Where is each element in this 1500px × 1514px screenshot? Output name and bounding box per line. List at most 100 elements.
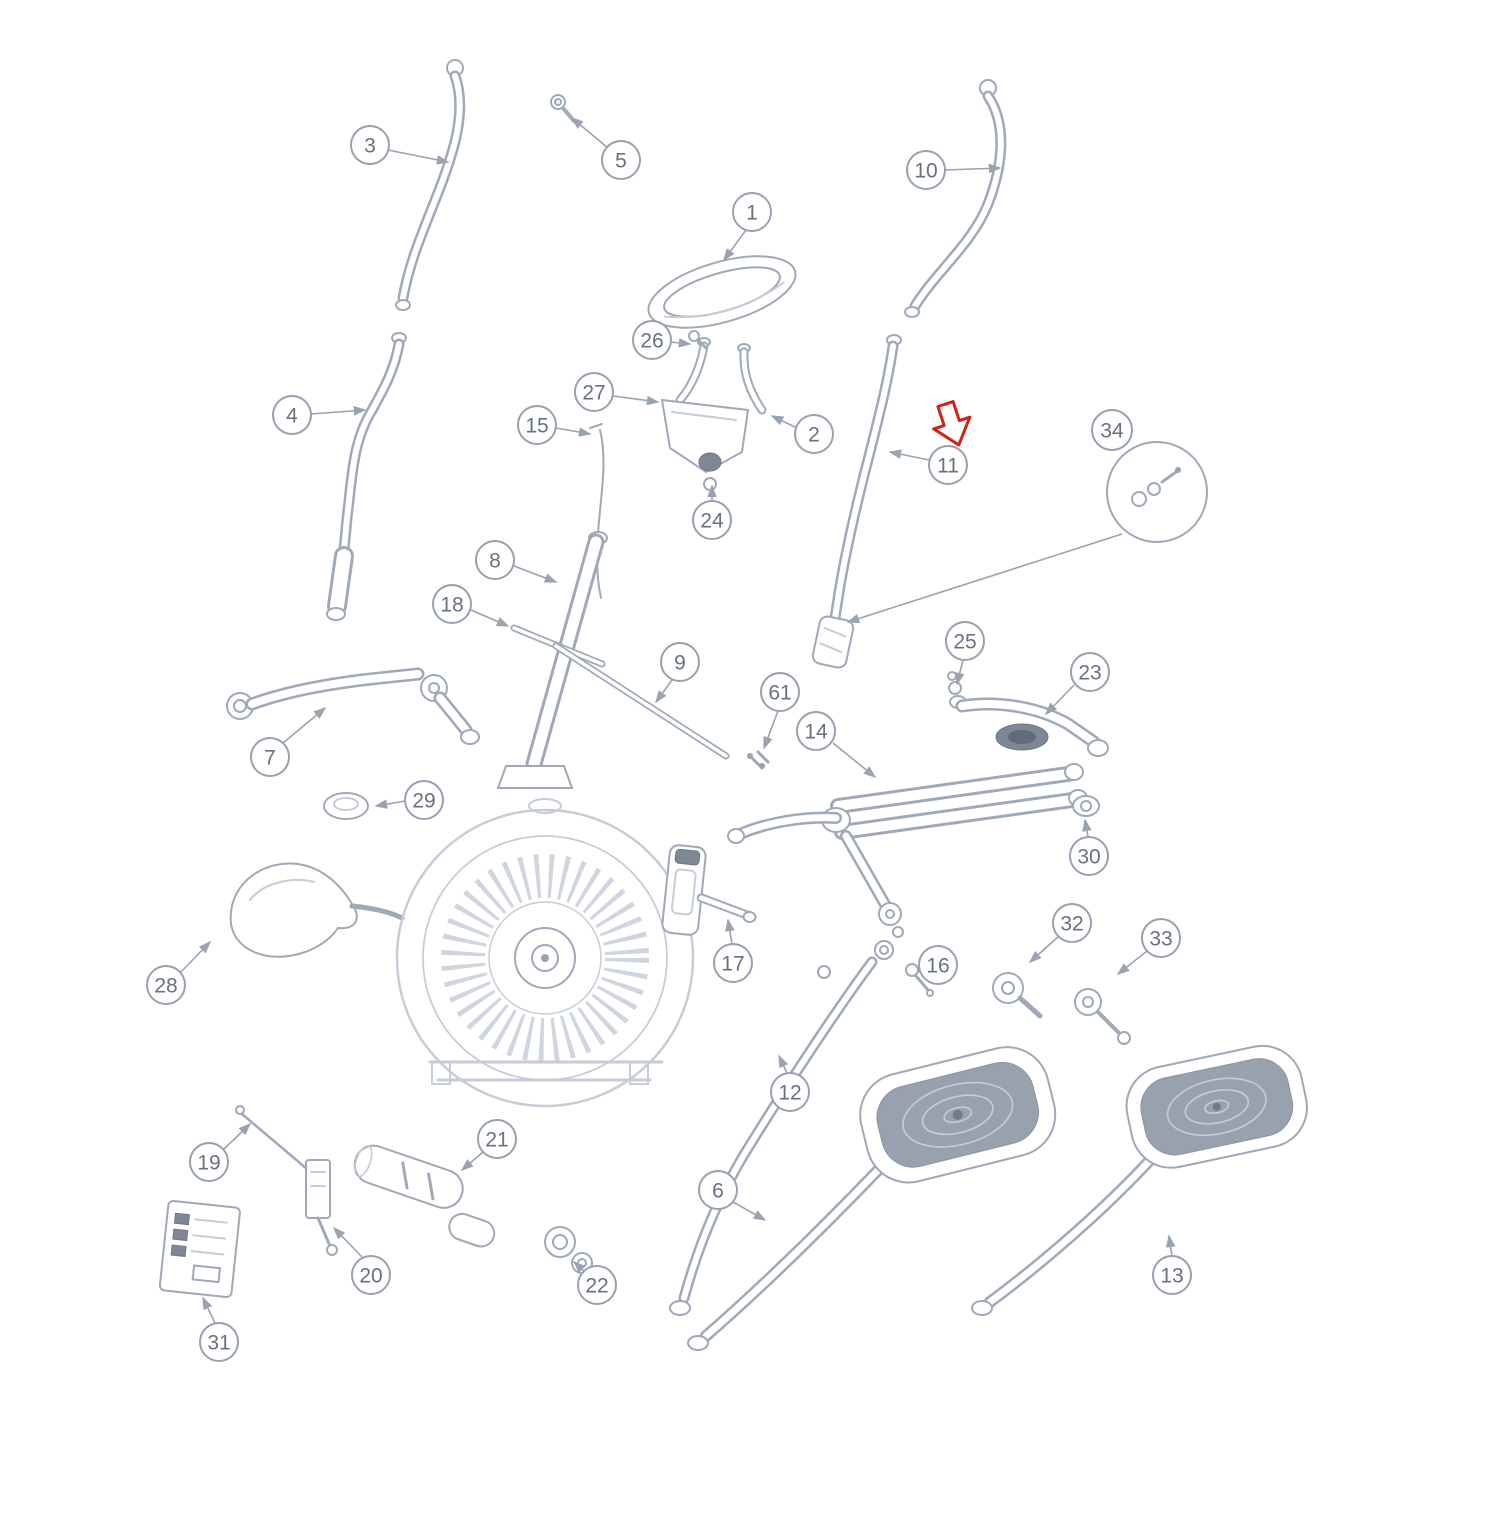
part-21-roller-set xyxy=(353,1144,496,1248)
callout-16: 16 xyxy=(916,945,958,985)
part-3-left-upper-handlebar xyxy=(395,59,466,311)
svg-text:14: 14 xyxy=(804,721,828,744)
part-24-knob xyxy=(703,477,717,491)
part-14-rear-frame xyxy=(727,671,1109,938)
svg-text:28: 28 xyxy=(154,975,177,998)
part-7-swing-arm xyxy=(226,667,480,745)
callout-20: 20 xyxy=(332,1226,391,1295)
callout-11: 11 xyxy=(888,445,968,485)
callout-5: 5 xyxy=(570,116,641,180)
callout-9: 9 xyxy=(655,642,700,704)
svg-text:1: 1 xyxy=(746,202,758,225)
part-17-pivot-link xyxy=(661,844,757,936)
svg-text:34: 34 xyxy=(1100,420,1124,443)
flywheel-outer-ring xyxy=(395,808,695,1108)
part-9-axle-rod xyxy=(552,642,730,760)
svg-text:19: 19 xyxy=(197,1152,220,1175)
callout-24: 24 xyxy=(692,484,732,540)
svg-text:30: 30 xyxy=(1077,846,1100,869)
callout-4: 4 xyxy=(272,395,367,435)
part-13-right-pedal-arm xyxy=(971,1044,1308,1316)
callout-3: 3 xyxy=(350,125,450,165)
callout-22: 22 xyxy=(572,1260,617,1305)
svg-text:15: 15 xyxy=(525,415,548,438)
part-5-bolt xyxy=(550,94,576,123)
callout-2: 2 xyxy=(770,414,834,454)
svg-text:21: 21 xyxy=(485,1129,508,1152)
callout-33: 33 xyxy=(1116,918,1181,975)
svg-text:18: 18 xyxy=(440,594,463,617)
svg-text:2: 2 xyxy=(808,424,820,447)
part-6-left-pedal-arm xyxy=(687,1046,1057,1351)
svg-text:9: 9 xyxy=(674,652,686,675)
svg-text:7: 7 xyxy=(264,747,276,770)
highlight-arrow-part-11 xyxy=(932,400,972,447)
part-25-fastener xyxy=(948,681,962,695)
callout-31: 31 xyxy=(199,1296,239,1362)
svg-text:12: 12 xyxy=(778,1082,801,1105)
callout-18: 18 xyxy=(432,584,510,627)
svg-text:27: 27 xyxy=(582,382,605,405)
part-11-right-lower-post xyxy=(811,334,902,669)
flywheel xyxy=(395,798,695,1108)
callout-23: 23 xyxy=(1044,652,1110,716)
svg-text:61: 61 xyxy=(768,682,791,705)
svg-text:17: 17 xyxy=(721,953,744,976)
callout-30: 30 xyxy=(1069,818,1109,876)
part-29-end-cap xyxy=(323,792,369,820)
callout-25: 25 xyxy=(945,621,985,686)
part-28-shroud xyxy=(229,862,405,958)
part-31-controller-plate xyxy=(158,1199,241,1299)
callout-labels: 3 5 10 1 26 27 2 4 xyxy=(146,116,1192,1362)
svg-text:23: 23 xyxy=(1078,662,1101,685)
part-1-console xyxy=(647,255,797,329)
svg-text:3: 3 xyxy=(364,135,376,158)
svg-text:10: 10 xyxy=(914,160,937,183)
svg-text:5: 5 xyxy=(615,150,627,173)
callout-13: 13 xyxy=(1152,1234,1192,1295)
callout-29: 29 xyxy=(374,780,444,820)
part-34-hardware-detail xyxy=(846,441,1208,624)
svg-text:6: 6 xyxy=(712,1180,724,1203)
svg-text:13: 13 xyxy=(1160,1265,1183,1288)
parts-artwork xyxy=(158,59,1308,1351)
callout-14: 14 xyxy=(796,711,877,779)
callout-21: 21 xyxy=(460,1119,517,1172)
callout-19: 19 xyxy=(189,1122,252,1182)
svg-text:29: 29 xyxy=(412,790,435,813)
part-4-left-lower-handlebar xyxy=(326,332,407,621)
callout-61: 61 xyxy=(760,672,800,750)
svg-text:25: 25 xyxy=(953,631,976,654)
part-32-roller xyxy=(992,972,1043,1019)
callout-28: 28 xyxy=(146,940,212,1005)
flywheel-fan-blades xyxy=(441,854,649,1062)
callout-12: 12 xyxy=(770,1054,810,1112)
callout-7: 7 xyxy=(250,706,327,777)
part-2-console-bracket-assembly xyxy=(660,330,767,491)
svg-text:20: 20 xyxy=(359,1265,382,1288)
callout-6: 6 xyxy=(698,1170,767,1221)
callout-8: 8 xyxy=(475,540,558,583)
svg-text:16: 16 xyxy=(926,955,949,978)
callout-10: 10 xyxy=(906,150,1002,190)
svg-text:4: 4 xyxy=(286,405,298,428)
svg-text:33: 33 xyxy=(1149,928,1172,951)
part-16-bolt xyxy=(905,963,934,997)
svg-text:26: 26 xyxy=(640,330,663,353)
svg-text:32: 32 xyxy=(1060,913,1083,936)
part-61-screws xyxy=(747,750,770,770)
svg-text:24: 24 xyxy=(700,510,724,533)
callout-1: 1 xyxy=(723,192,772,262)
callout-17: 17 xyxy=(713,918,753,983)
part-10-right-upper-handlebar xyxy=(904,79,1007,318)
part-20-latch-bracket xyxy=(305,1159,338,1256)
svg-text:22: 22 xyxy=(585,1275,608,1298)
part-12-stabilizer-tube xyxy=(669,940,894,1316)
callout-27: 27 xyxy=(574,372,660,412)
svg-text:31: 31 xyxy=(207,1332,230,1355)
callout-32: 32 xyxy=(1028,903,1092,964)
svg-text:11: 11 xyxy=(937,455,959,478)
part-33-wheel-bolt xyxy=(1074,988,1131,1045)
